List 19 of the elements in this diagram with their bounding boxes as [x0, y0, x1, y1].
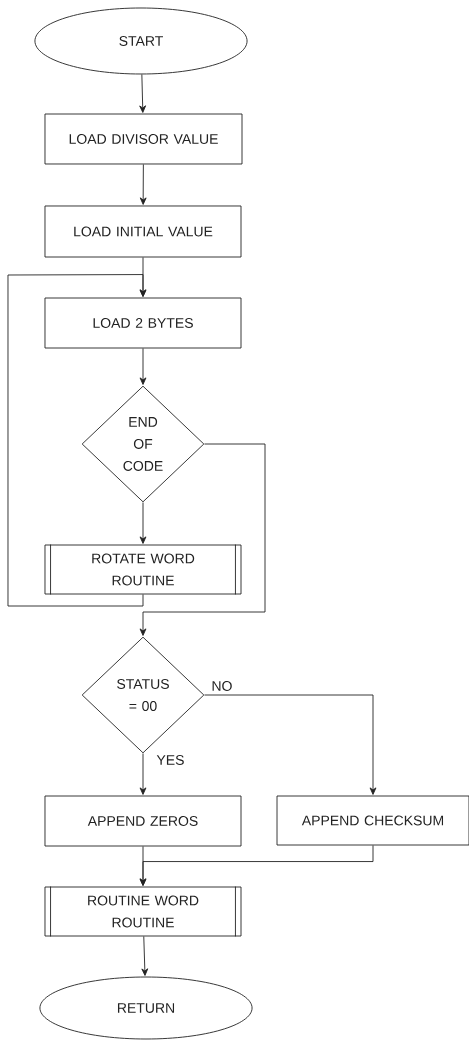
process-box: LOAD INITIAL VALUE — [44, 205, 242, 258]
process-box: LOAD DIVISOR VALUE — [44, 113, 243, 165]
arrow — [141, 936, 149, 976]
arrow — [139, 74, 147, 113]
edge-label: YES — [155, 754, 186, 766]
arrow — [139, 348, 147, 385]
subroutine-box: ROUTINE WORD ROUTINE — [44, 886, 242, 937]
arrow — [139, 502, 147, 544]
arrow — [139, 164, 147, 205]
edge-label: NO — [210, 680, 234, 692]
subroutine-box: ROTATE WORD ROUTINE — [44, 544, 242, 595]
arrow — [139, 753, 147, 795]
arrow — [139, 443, 266, 636]
arrow — [7, 274, 147, 607]
process-box: LOAD 2 BYTES — [44, 297, 242, 349]
process-box: APPEND CHECKSUM — [276, 795, 469, 846]
process-box: APPEND ZEROS — [44, 795, 242, 847]
arrow — [139, 845, 374, 886]
arrow — [204, 694, 377, 795]
